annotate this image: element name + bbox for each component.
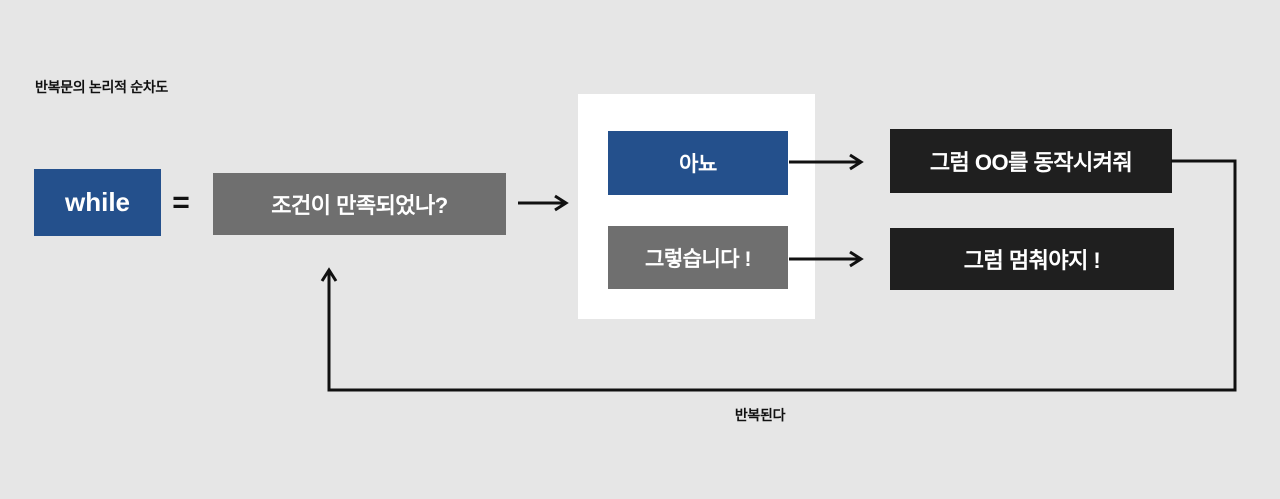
action-run-box: 그럼 OO를 동작시켜줘 bbox=[890, 129, 1172, 193]
diagram-title: 반복문의 논리적 순차도 bbox=[35, 79, 168, 95]
while-keyword-box: while bbox=[34, 169, 161, 236]
decision-no-box: 아뇨 bbox=[608, 131, 788, 195]
decision-yes-box: 그렇습니다 ! bbox=[608, 226, 788, 289]
condition-question-box: 조건이 만족되었나? bbox=[213, 173, 506, 235]
action-stop-box: 그럼 멈춰야지 ! bbox=[890, 228, 1174, 290]
loop-repeat-label: 반복된다 bbox=[734, 407, 786, 423]
equals-sign: = bbox=[172, 186, 190, 219]
